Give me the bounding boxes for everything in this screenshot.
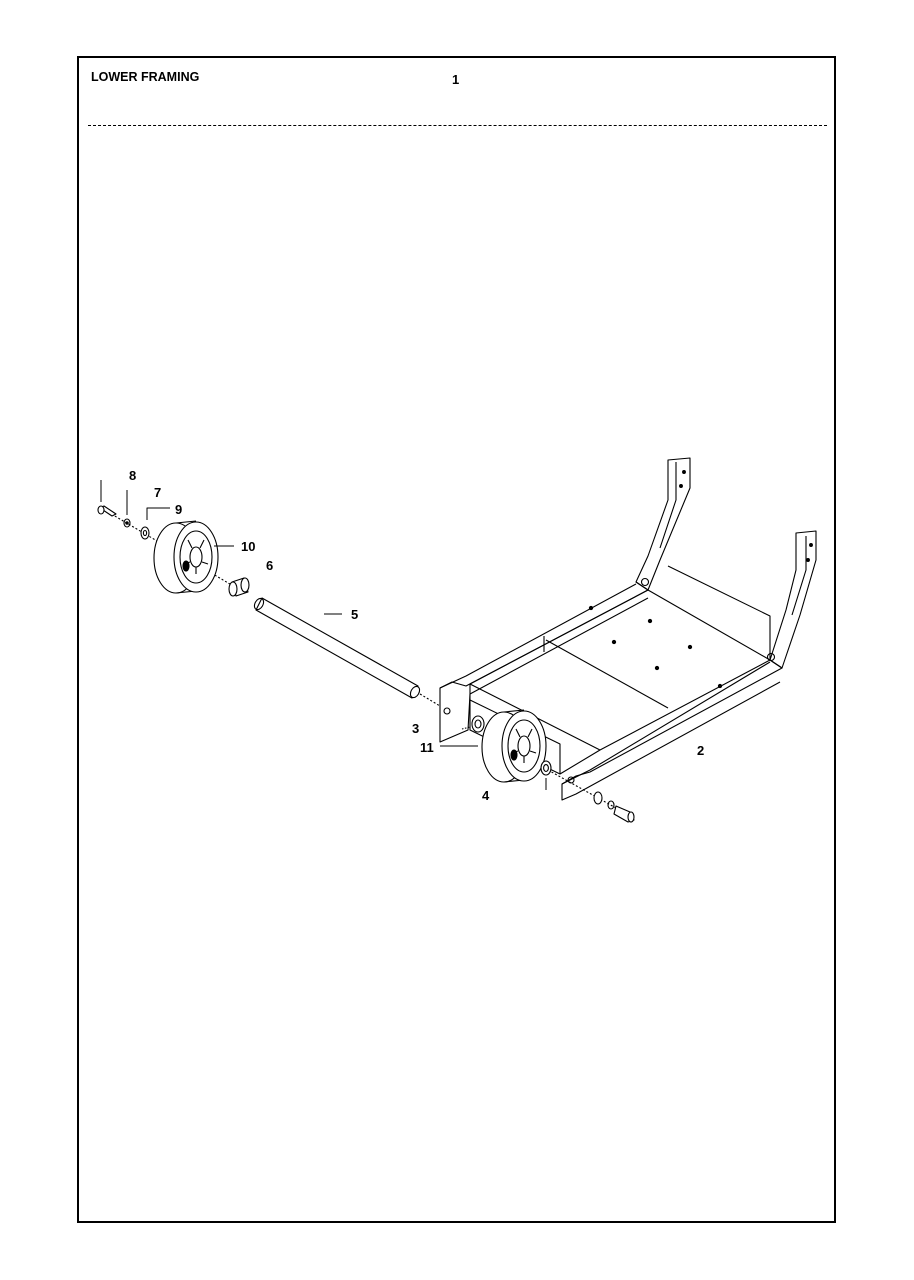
callout-9: 9 bbox=[175, 502, 182, 517]
leader-lines bbox=[100, 480, 547, 790]
callout-11: 11 bbox=[420, 740, 434, 755]
right-hardware bbox=[461, 715, 635, 823]
left-hardware bbox=[97, 505, 150, 540]
callout-4: 4 bbox=[482, 788, 490, 803]
header-divider bbox=[88, 125, 827, 126]
callout-10: 10 bbox=[241, 539, 255, 554]
right-wheel bbox=[481, 709, 547, 783]
axle bbox=[253, 597, 421, 699]
callout-3: 3 bbox=[412, 721, 419, 736]
page-title: LOWER FRAMING bbox=[91, 70, 200, 84]
callout-8: 8 bbox=[129, 468, 136, 483]
page-number: 1 bbox=[452, 72, 460, 87]
callout-5: 5 bbox=[351, 607, 358, 622]
drawing-border bbox=[77, 56, 836, 1223]
callout-7: 7 bbox=[154, 485, 161, 500]
left-wheel bbox=[153, 520, 219, 594]
callout-6: 6 bbox=[266, 558, 273, 573]
callout-2: 2 bbox=[697, 743, 704, 758]
spacer bbox=[228, 577, 250, 597]
frame-assembly bbox=[439, 457, 817, 801]
